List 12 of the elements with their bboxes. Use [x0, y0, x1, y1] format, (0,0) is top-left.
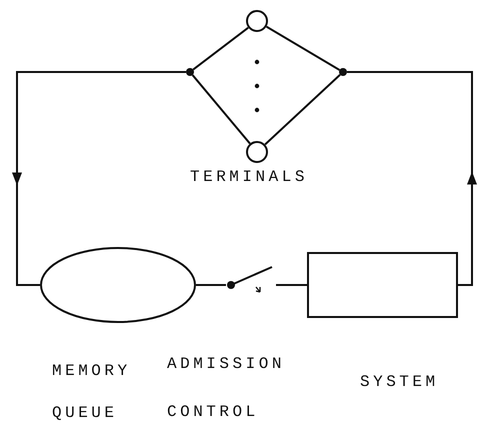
connector-line	[264, 74, 341, 146]
connector-line	[196, 284, 226, 286]
arrow	[347, 71, 477, 286]
text-label: TERMINALS	[190, 167, 308, 188]
text-label: MEMORY QUEUE	[52, 361, 132, 423]
text-label: SYSTEM	[360, 372, 440, 393]
arrow	[12, 71, 186, 286]
text-label: ADMISSION CONTROL	[167, 354, 286, 423]
connector-line	[292, 284, 307, 286]
connector-line	[266, 26, 340, 71]
connector-line	[192, 26, 249, 70]
connector-line	[192, 74, 251, 144]
